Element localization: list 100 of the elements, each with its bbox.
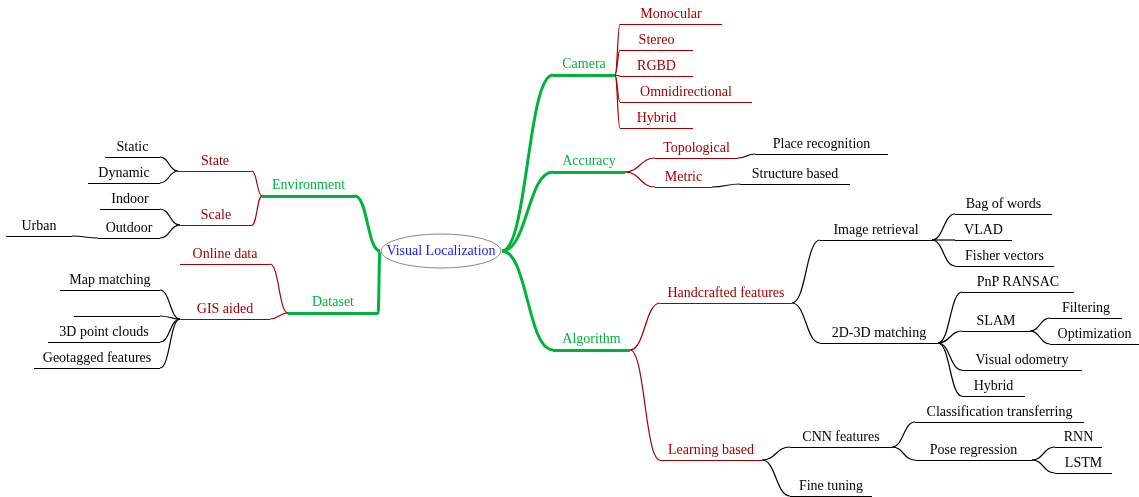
branch-connector <box>614 23 621 76</box>
branch-connector <box>159 315 181 320</box>
branch-text: Camera <box>562 55 606 73</box>
branch-label <box>1055 454 1112 474</box>
branch-connector <box>354 194 381 253</box>
branch-label <box>620 5 722 25</box>
branch-connector <box>937 291 963 344</box>
branch-label <box>100 190 160 210</box>
branch-text: Learning based <box>668 441 754 459</box>
branch-text: RGBD <box>637 57 676 75</box>
branch-text: Fisher vectors <box>965 247 1044 265</box>
branch-text: Environment <box>271 176 346 194</box>
branch-text: PnP RANSAC <box>976 273 1060 291</box>
branch-connector <box>159 156 179 172</box>
branch-connector <box>159 289 181 320</box>
branch-text: Dynamic <box>98 164 150 182</box>
branch-label <box>660 284 792 304</box>
branch-label <box>820 324 938 344</box>
branch-connector <box>159 208 181 226</box>
branch-connector <box>931 239 956 241</box>
branch-text: Place recognition <box>772 135 871 153</box>
branch-connector <box>71 235 99 239</box>
branch-text: Indoor <box>111 190 149 208</box>
branch-label <box>790 477 872 497</box>
branch-text: Stereo <box>638 31 675 49</box>
branch-text: RNN <box>1063 428 1094 446</box>
branch-label <box>955 195 1052 215</box>
branch-text: Dataset <box>312 293 354 311</box>
branch-text: Fine tuning <box>798 477 864 495</box>
branch-connector <box>376 250 382 314</box>
branch-text: Hybrid <box>973 377 1014 395</box>
branch-text: GIS aided <box>196 300 254 318</box>
branch-connector <box>737 153 756 159</box>
root-ellipse <box>380 233 502 269</box>
branch-connector <box>269 263 289 314</box>
branch-text: Omnidirectional <box>640 83 732 101</box>
branch-connector <box>937 330 963 344</box>
branch-text: Geotagged features <box>42 349 152 367</box>
branch-label <box>962 312 1030 332</box>
branch-label <box>180 206 252 226</box>
branch-label <box>60 271 160 291</box>
branch-connector <box>624 157 656 173</box>
branch-label <box>660 441 762 461</box>
branch-text: Bag of words <box>965 195 1042 213</box>
branch-text: Algorithm <box>562 330 621 348</box>
branch-text: Hybrid <box>636 109 677 127</box>
branch-text: SLAM <box>976 312 1016 330</box>
branch-label <box>262 177 355 198</box>
branch-connector <box>891 446 916 461</box>
branch-text: Online data <box>192 245 258 263</box>
branch-text: Scale <box>200 206 232 224</box>
branch-text: Optimization <box>1057 325 1132 343</box>
branch-label <box>962 273 1074 293</box>
branch-text: CNN features <box>802 428 880 446</box>
branch-connector <box>614 49 621 76</box>
branch-connector <box>791 302 821 344</box>
branch-label <box>178 152 252 172</box>
branch-text: State <box>201 152 229 170</box>
branch-text: Handcrafted features <box>667 284 785 302</box>
branch-connector <box>791 239 821 304</box>
branch-text: Urban <box>21 217 57 235</box>
branch-label <box>6 217 72 237</box>
branch-text: LSTM <box>1064 454 1103 472</box>
branch-label <box>1055 428 1102 448</box>
branch-connector <box>1029 330 1051 345</box>
branch-label <box>553 153 625 174</box>
branch-label <box>620 83 752 103</box>
branch-label <box>180 245 270 265</box>
branch-label <box>88 164 160 184</box>
branch-connector <box>501 170 554 253</box>
branch-label <box>962 377 1025 397</box>
branch-text: 2D-3D matching <box>831 324 927 342</box>
branch-text: Filtering <box>1061 299 1111 317</box>
branch-label <box>620 31 693 51</box>
branch-label <box>962 351 1082 371</box>
branch-connector <box>251 170 263 197</box>
branch-connector <box>614 74 621 129</box>
branch-label <box>955 247 1054 267</box>
branch-label <box>915 441 1032 461</box>
branch-label <box>48 323 160 343</box>
branch-label <box>34 349 160 369</box>
branch-text: Pose regression <box>929 441 1018 459</box>
branch-label <box>105 138 160 158</box>
branch-text: Outdoor <box>105 219 153 237</box>
branch-text: Monocular <box>640 5 702 23</box>
branch-connector <box>624 171 656 188</box>
branch-label <box>1050 299 1122 319</box>
branch-connector <box>1031 459 1056 474</box>
branch-text: Map matching <box>69 271 151 289</box>
branch-label <box>553 331 630 352</box>
branch-label <box>915 403 1084 423</box>
branch-label <box>1050 325 1139 345</box>
branch-connector <box>761 446 791 461</box>
branch-connector <box>159 224 181 239</box>
branch-connector <box>937 342 963 397</box>
branch-text: Structure based <box>751 165 839 183</box>
branch-connector <box>501 249 554 352</box>
branch-connector <box>629 302 661 351</box>
branch-connector <box>159 170 179 184</box>
branch-label <box>98 219 160 239</box>
